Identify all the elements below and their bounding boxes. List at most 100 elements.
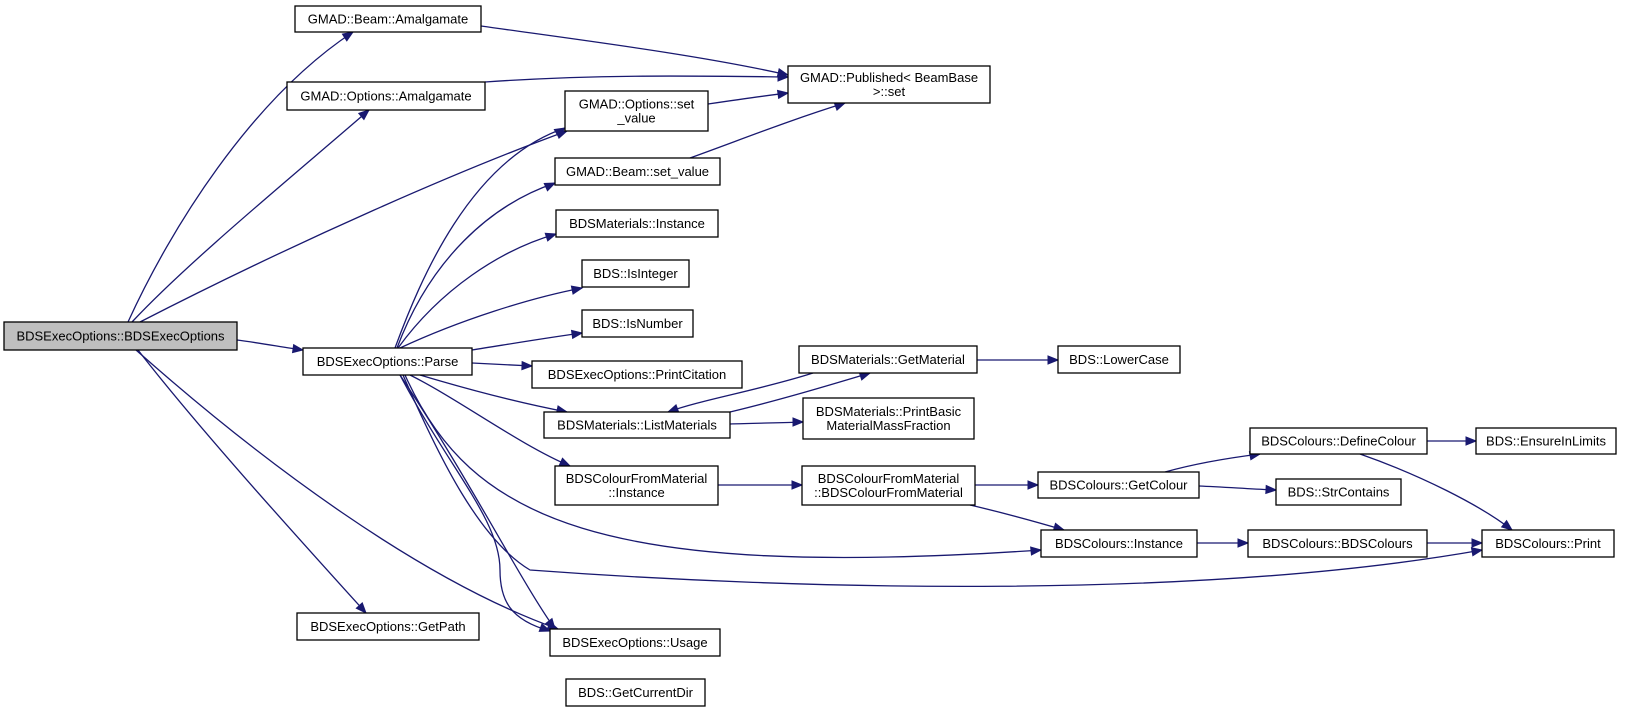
node-box [294,5,482,33]
edge-list_materials-to-print_basic [729,371,872,413]
node-colour-from-material-ctor[interactable]: BDSColourFromMaterial::BDSColourFromMate… [801,465,976,506]
node-beam-amalgamate[interactable]: GMAD::Beam::Amalgamate [294,5,482,33]
edge-parse-to-print_citation [471,360,534,371]
arrowhead-icon [1265,484,1278,495]
edge-colour_from_material_instance-to-colour_from_material_ctor [977,355,1060,365]
node-box [1275,478,1402,506]
node-box [581,309,694,338]
arrowhead-icon [544,617,556,631]
node-box [802,397,975,440]
edge-line [402,374,1483,588]
edge-line [399,287,583,349]
edge-line [1164,453,1261,473]
node-colours-print[interactable]: BDSColours::Print [1481,529,1615,558]
edge-line [707,92,789,105]
node-layer: BDSExecOptions::BDSExecOptions GMAD::Beam… [3,5,1617,707]
node-label: BDS::IsNumber [592,316,683,331]
arrowhead-icon [357,109,371,121]
node-materials-instance[interactable]: BDSMaterials::Instance [555,209,719,238]
node-published-set[interactable]: GMAD::Published< BeamBase>::set [787,65,991,104]
arrowhead-icon [521,360,534,371]
edge-line [397,233,557,349]
node-box [549,628,721,657]
node-box [286,81,486,111]
node-box [1040,529,1198,558]
node-get-material[interactable]: BDSMaterials::GetMaterial [798,345,978,374]
arrowhead-icon [1470,547,1484,557]
node-label: GMAD::Options::set [579,97,695,112]
edge-line [667,372,814,413]
node-print-basic[interactable]: BDSMaterials::PrintBasicMaterialMassFrac… [802,397,975,440]
node-label: BDSMaterials::ListMaterials [557,418,717,433]
node-label: GMAD::Beam::set_value [566,164,709,179]
node-print-citation[interactable]: BDSExecOptions::PrintCitation [531,360,743,389]
node-lower-case[interactable]: BDS::LowerCase [1057,345,1181,374]
node-box [1247,529,1428,558]
node-root[interactable]: BDSExecOptions::BDSExecOptions [3,321,238,351]
node-define-colour[interactable]: BDSColours::DefineColour [1249,427,1428,455]
edge-get_material-to-list_materials [399,374,552,632]
node-parse[interactable]: BDSExecOptions::Parse [302,347,473,376]
node-box [1037,471,1200,499]
edge-parse-to-beam_set_value [396,182,557,349]
edge-line [127,31,354,323]
node-label: BDS::LowerCase [1069,352,1169,367]
edge-root-to-usage [135,349,560,630]
node-get-current-dir[interactable]: BDS::GetCurrentDir [565,678,706,707]
node-label: BDSColours::GetColour [1050,478,1189,493]
node-list-materials[interactable]: BDSMaterials::ListMaterials [543,411,731,439]
node-label: BDSExecOptions::PrintCitation [548,367,726,382]
node-options-set-value[interactable]: GMAD::Options::set_value [564,90,709,132]
node-beam-set-value[interactable]: GMAD::Beam::set_value [554,157,721,186]
node-label: ::Instance [608,485,664,500]
node-get-path[interactable]: BDSExecOptions::GetPath [296,612,480,641]
node-label: >::set [873,84,906,99]
node-box [543,411,731,439]
edge-define_colour-to-colours_print [1427,436,1478,446]
edge-line [396,182,556,349]
node-options-amalgamate[interactable]: GMAD::Options::Amalgamate [286,81,486,111]
node-label: BDSMaterials::GetMaterial [811,352,965,367]
node-label: BDS::IsInteger [593,266,678,281]
arrowhead-icon [570,329,584,340]
edge-line [729,372,871,413]
edge-line [394,127,566,349]
node-label: BDSExecOptions::Usage [562,635,707,650]
arrowhead-icon [1237,538,1250,548]
edge-parse-to-options_set_value [394,127,567,349]
node-box [554,157,721,186]
arrowhead-icon [538,622,552,632]
node-colours-ctor[interactable]: BDSColours::BDSColours [1247,529,1428,558]
edge-layer [127,25,1514,632]
edge-parse-to-colours_print [402,374,1484,588]
arrowhead-icon [1047,355,1060,365]
edge-root-to-parse [236,339,305,354]
node-box [565,678,706,707]
node-colours-instance[interactable]: BDSColours::Instance [1040,529,1198,558]
node-label: BDSColours::Print [1495,536,1601,551]
node-label: GMAD::Beam::Amalgamate [308,12,468,27]
node-str-contains[interactable]: BDS::StrContains [1275,478,1402,506]
node-colour-from-material-instance[interactable]: BDSColourFromMaterial::Instance [554,465,719,506]
node-is-number[interactable]: BDS::IsNumber [581,309,694,338]
arrowhead-icon [553,127,567,138]
edge-parse-to-usage [399,374,556,631]
edge-line [484,75,789,83]
node-is-integer[interactable]: BDS::IsInteger [581,259,690,288]
node-box [564,90,709,132]
arrowhead-icon [791,480,804,490]
edge-line [1359,453,1513,531]
node-get-colour[interactable]: BDSColours::GetColour [1037,471,1200,499]
arrowhead-icon [1500,519,1514,531]
edge-get_material-to-lower_case [729,417,805,427]
edge-colour_from_material_ctor-to-colours_instance [975,480,1040,490]
node-box [798,345,978,374]
edge-line [471,332,583,351]
node-ensure-in-limits[interactable]: BDS::EnsureInLimits [1475,427,1617,455]
node-usage[interactable]: BDSExecOptions::Usage [549,628,721,657]
edge-line [399,374,556,630]
edge-line [689,102,846,159]
edge-colours_ctor-to-colours_print [1196,538,1250,548]
node-label: BDSMaterials::PrintBasic [816,404,962,419]
edge-root-to-get_path [137,349,367,615]
